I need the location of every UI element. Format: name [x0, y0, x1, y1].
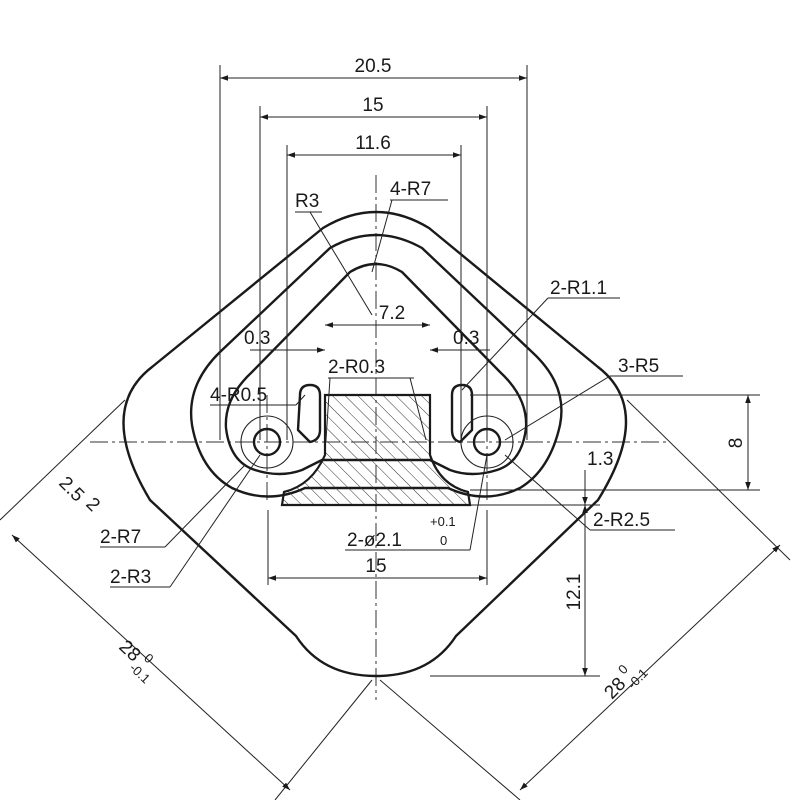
dim-28-left: 28 0 -0.1: [115, 636, 157, 686]
outer-profile: [122, 210, 628, 678]
svg-text:2-ø2.1: 2-ø2.1: [347, 530, 402, 551]
dim-0-3-right: 0.3: [453, 328, 479, 349]
dim-11-6: 11.6: [355, 133, 391, 154]
svg-text:28: 28: [600, 674, 630, 704]
svg-text:28: 28: [115, 636, 145, 666]
extension-lines: [0, 65, 791, 800]
dim-7-2: 7.2: [379, 303, 405, 324]
middle-profile: [190, 233, 563, 498]
dim-2-5: 2.5: [54, 473, 88, 507]
dim-2: 2: [81, 494, 103, 516]
inner-profile: [224, 262, 528, 476]
hatched-section: [280, 393, 472, 507]
svg-text:0: 0: [615, 662, 631, 678]
callout-2-r1-1: 2-R1.1: [550, 278, 607, 299]
left-hole: [240, 415, 294, 469]
dim-8: 8: [726, 438, 747, 449]
callout-r3-top: R3: [295, 191, 319, 212]
svg-text:0: 0: [141, 650, 157, 666]
callout-2-r0-3: 2-R0.3: [328, 357, 385, 378]
callout-2-r3-left: 2-R3: [110, 567, 151, 588]
callout-hole: 2-ø2.1 +0.1 0: [347, 514, 456, 551]
dim-15-bottom: 15: [365, 556, 386, 577]
dim-15-top: 15: [362, 95, 383, 116]
svg-text:+0.1: +0.1: [430, 514, 456, 529]
callout-3-r5: 3-R5: [618, 356, 659, 377]
dimension-lines: [11, 75, 781, 791]
callout-2-r2-5: 2-R2.5: [593, 510, 650, 531]
right-slot: [450, 383, 474, 444]
dim-1-3: 1.3: [587, 449, 613, 470]
svg-text:0: 0: [440, 533, 447, 548]
left-slot: [296, 383, 322, 444]
callout-4-r0-5: 4-R0.5: [210, 385, 267, 406]
leader-lines: [100, 199, 683, 588]
dim-12-1: 12.1: [564, 574, 585, 611]
dim-0-3-left: 0.3: [244, 328, 270, 349]
dim-20-5: 20.5: [355, 56, 392, 77]
callout-4-r7: 4-R7: [390, 179, 431, 200]
dim-28-right: 28 0 -0.1: [600, 662, 650, 704]
callout-2-r7-left: 2-R7: [100, 527, 141, 548]
